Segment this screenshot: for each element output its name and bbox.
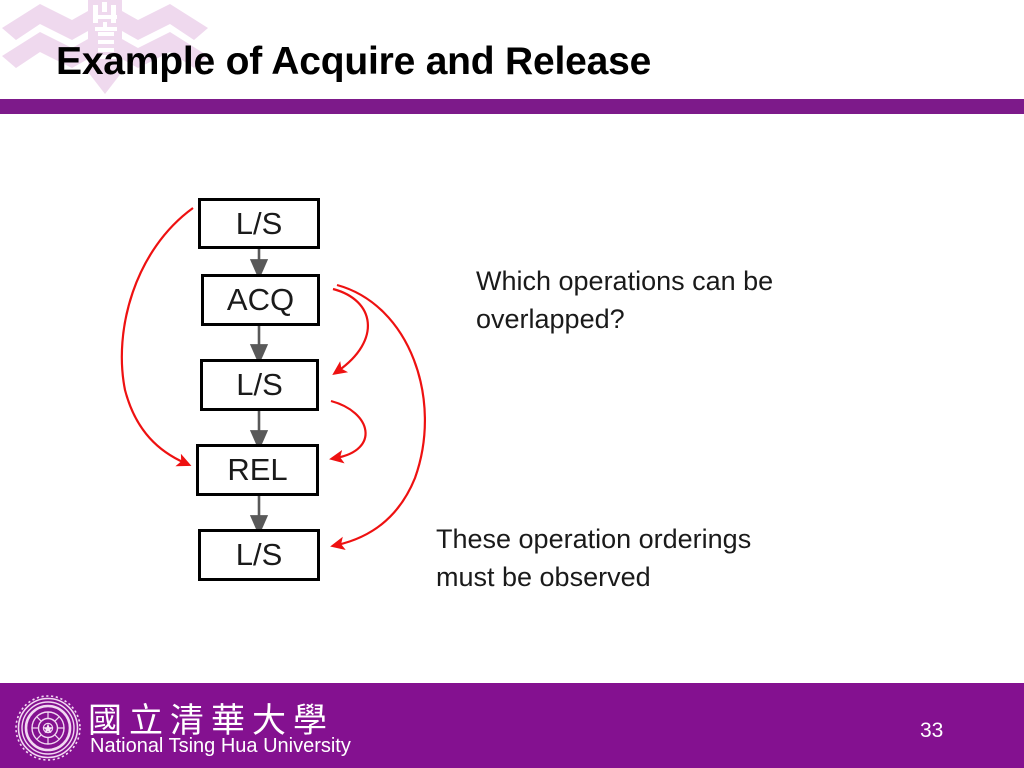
overlap-question-line-2: overlapped? [476, 304, 625, 335]
flow-box-ls-2[interactable]: L/S [200, 359, 319, 411]
page-number: 33 [920, 719, 944, 742]
ordering-note-line-1: These operation orderings [436, 524, 752, 554]
ordering-arrow-acq-ls2 [332, 287, 369, 376]
ordering-note-text: These operation orderings must be observ… [436, 520, 836, 597]
title-separator-bar [0, 99, 1024, 114]
flow-box-ls-1[interactable]: L/S [198, 198, 320, 249]
overlap-question-line-1: Which operations can be [476, 266, 774, 296]
university-name-cn: 國立清華大學 [88, 703, 334, 740]
page-title: Example of Acquire and Release [56, 40, 652, 83]
ordering-arrow-acq-ls3 [330, 283, 427, 551]
ordering-arrow-ls1-rel [120, 207, 194, 467]
flow-box-rel[interactable]: REL [196, 444, 319, 496]
overlap-question-text: Which operations can be overlapped? [476, 262, 856, 339]
ordering-arrow-ls2-rel [329, 399, 367, 464]
footer-band [0, 683, 1024, 768]
university-name-en: National Tsing Hua University [90, 735, 351, 757]
flow-box-acq[interactable]: ACQ [201, 274, 320, 326]
university-seal-icon [15, 695, 81, 761]
ordering-note-line-2: must be observed [436, 562, 651, 593]
flow-box-ls-3[interactable]: L/S [198, 529, 320, 581]
